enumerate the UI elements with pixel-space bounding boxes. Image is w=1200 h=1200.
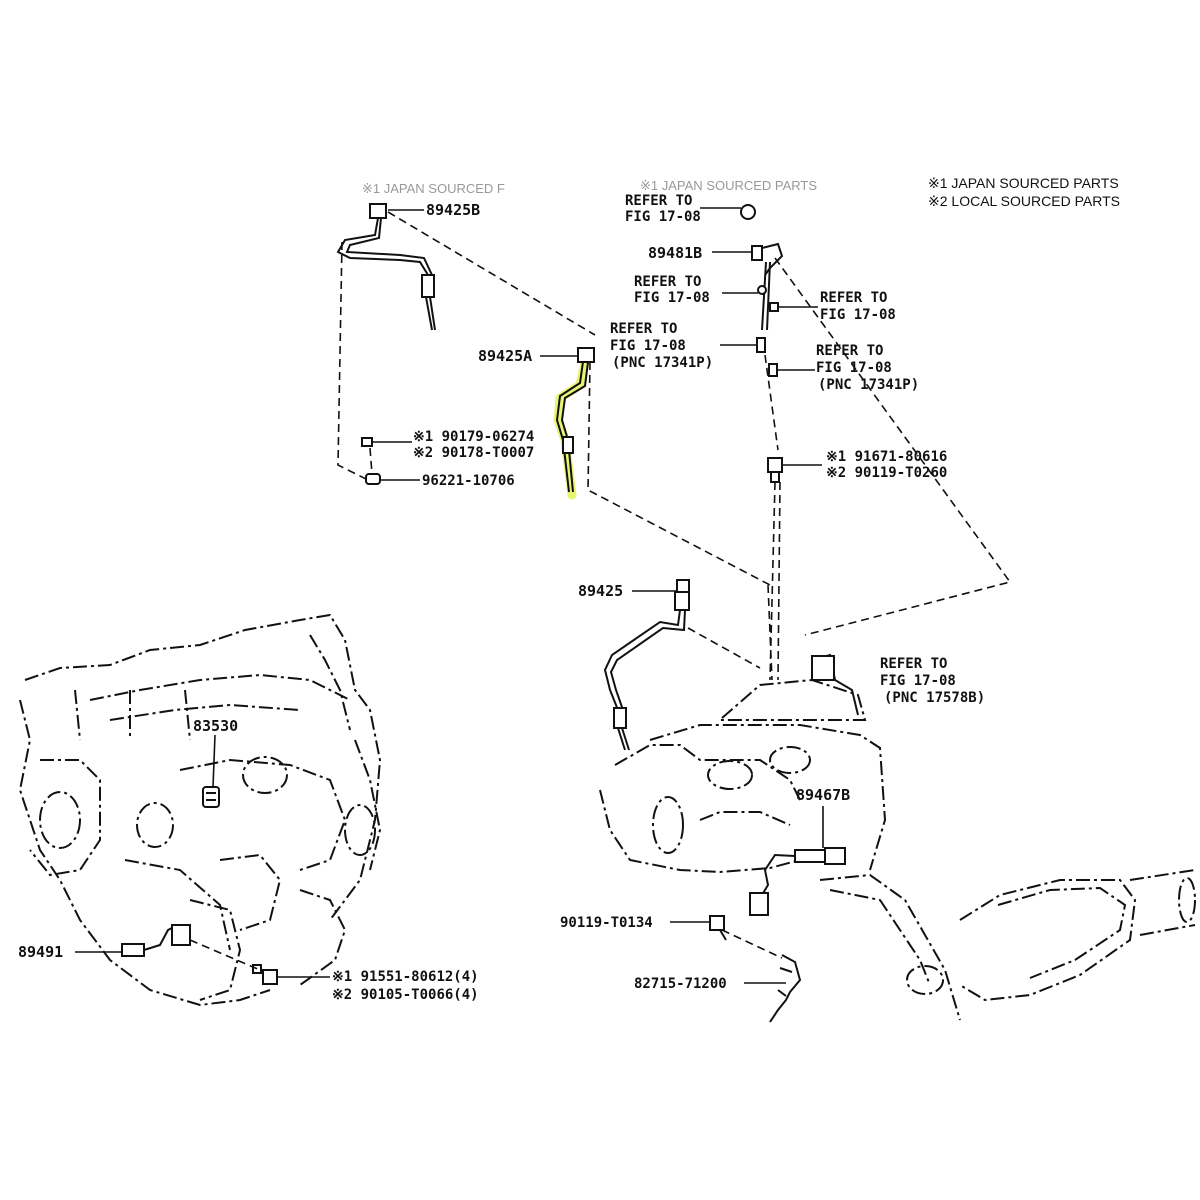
switch-83530	[202, 786, 220, 808]
label-89467b: 89467B	[796, 786, 850, 804]
label-96221: 96221-10706	[422, 473, 515, 489]
pnc-right-2: (PNC 17341P)	[818, 377, 919, 393]
refer-top-2: REFER TO	[634, 274, 701, 290]
fig-top-1: FIG 17-08	[625, 209, 701, 225]
refer-mid: REFER TO	[610, 321, 677, 337]
label-90119-t0260: ※2 90119-T0260	[826, 465, 947, 481]
clip-refer-2	[769, 302, 779, 312]
label-89425b: 89425B	[426, 201, 480, 219]
bracket-82715	[769, 954, 802, 1023]
sensor-89425	[603, 579, 690, 751]
label-90119-t0134: 90119-T0134	[560, 915, 653, 931]
refer-top-1: REFER TO	[625, 193, 692, 209]
legend-note-2: ※2 LOCAL SOURCED PARTS	[928, 193, 1120, 209]
fig-right-1: FIG 17-08	[820, 307, 896, 323]
label-90105: ※2 90105-T0066(4)	[332, 987, 479, 1003]
faded-note-mid: ※1 JAPAN SOURCED PARTS	[640, 178, 817, 193]
label-90178: ※2 90178-T0007	[413, 445, 534, 461]
clip-refer-1	[757, 285, 767, 295]
label-82715: 82715-71200	[634, 976, 727, 992]
label-89481b: 89481B	[648, 244, 702, 262]
clamp-96221	[365, 473, 381, 485]
fig-top-2: FIG 17-08	[634, 290, 710, 306]
sensor-89425b	[336, 203, 436, 331]
faded-note-left: ※1 JAPAN SOURCED F	[362, 181, 505, 196]
label-91671: ※1 91671-80616	[826, 449, 947, 465]
label-89425a: 89425A	[478, 347, 532, 365]
label-89425: 89425	[578, 582, 623, 600]
bolt-91671	[767, 457, 783, 483]
sensor-89467b	[749, 847, 846, 916]
pnc-mid: (PNC 17341P)	[612, 355, 713, 371]
label-91551: ※1 91551-80612(4)	[332, 969, 479, 985]
clip-refer-4	[768, 363, 778, 377]
label-83530: 83530	[193, 717, 238, 735]
label-89491: 89491	[18, 943, 63, 961]
sensor-89491	[121, 924, 191, 957]
engine-block	[18, 613, 382, 1007]
fig-mid: FIG 17-08	[610, 338, 686, 354]
catalytic-converter	[959, 869, 1196, 1002]
sensor-89425a	[555, 347, 595, 493]
bolt-90179	[361, 437, 373, 447]
clip-refer-3	[756, 337, 766, 353]
refer-right-1: REFER TO	[820, 290, 887, 306]
fig-bottom: FIG 17-08	[880, 673, 956, 689]
refer-bottom: REFER TO	[880, 656, 947, 672]
bolt-refer-top	[740, 204, 756, 220]
exhaust-manifold	[599, 653, 961, 1021]
legend-note-1: ※1 JAPAN SOURCED PARTS	[928, 175, 1119, 191]
label-90179: ※1 90179-06274	[413, 429, 534, 445]
refer-right-2: REFER TO	[816, 343, 883, 359]
fig-right-2: FIG 17-08	[816, 360, 892, 376]
pnc-bottom: (PNC 17578B)	[884, 690, 985, 706]
bracket-89481b	[751, 242, 784, 331]
bolt-90119-t0134	[709, 915, 727, 941]
